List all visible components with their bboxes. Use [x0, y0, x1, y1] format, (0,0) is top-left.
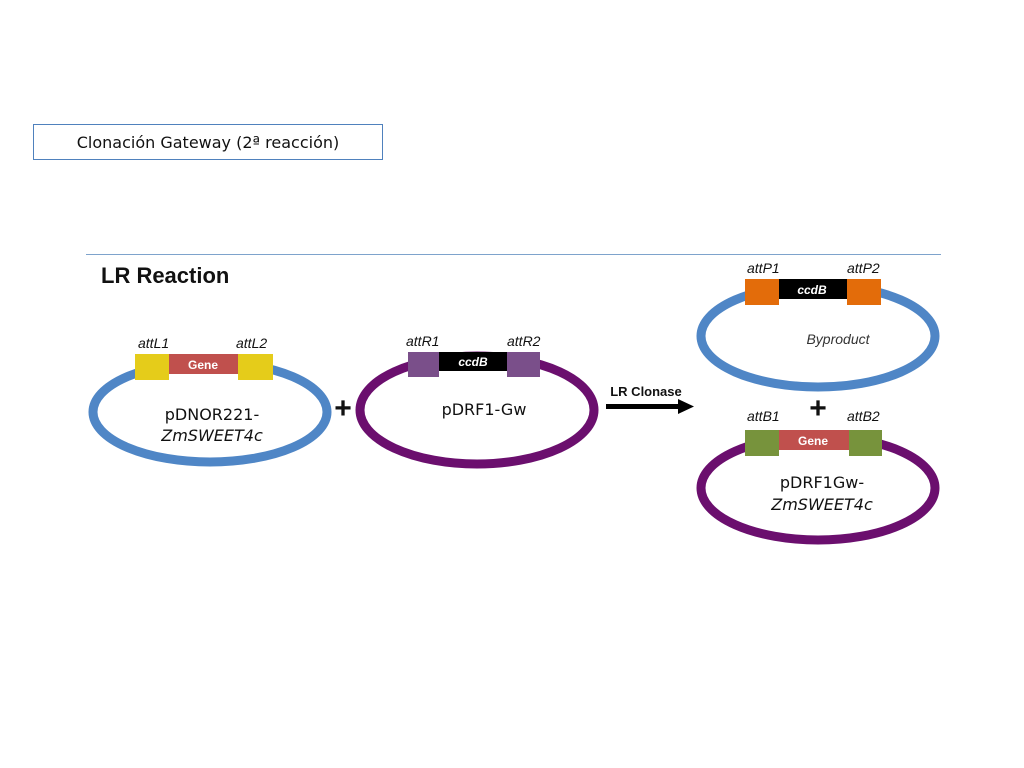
- byproduct-right-site: [847, 279, 881, 305]
- arrow-shaft: [606, 404, 680, 409]
- plasmid-1-insert: [169, 354, 238, 374]
- plasmid-1-left-site: [135, 354, 169, 380]
- product-left-site: [745, 430, 779, 456]
- byproduct-insert-label: ccdB: [797, 283, 827, 297]
- product-right-site-label: attB2: [847, 408, 880, 424]
- lr-clonase-arrow: LR Clonase: [606, 384, 694, 414]
- plasmid-byproduct: attP1 attP2 ccdB Byproduct: [696, 260, 940, 392]
- byproduct-insert: [779, 279, 847, 299]
- product-name-line2: ZmSWEET4c: [770, 495, 873, 514]
- byproduct-left-site: [745, 279, 779, 305]
- product-name-line1: pDRF1Gw-: [780, 473, 864, 492]
- plasmid-2-left-site: [408, 352, 439, 377]
- plasmid-1-right-site-label: attL2: [236, 335, 267, 351]
- plasmid-pdnor221: attL1 attL2 Gene pDNOR221- ZmSWEET4c: [88, 335, 332, 467]
- plasmid-1-right-site: [238, 354, 273, 380]
- byproduct-right-site-label: attP2: [847, 260, 880, 276]
- product-left-site-label: attB1: [747, 408, 780, 424]
- plasmid-product: attB1 attB2 Gene pDRF1Gw- ZmSWEET4c: [696, 408, 940, 545]
- product-insert-label: Gene: [798, 434, 828, 448]
- product-right-site: [849, 430, 882, 456]
- byproduct-left-site-label: attP1: [747, 260, 780, 276]
- plasmid-1-name-line2: ZmSWEET4c: [160, 426, 263, 445]
- plasmid-2-insert-label: ccdB: [458, 355, 488, 369]
- plasmid-2-name: pDRF1-Gw: [442, 400, 527, 419]
- section-divider: [86, 254, 941, 255]
- plasmid-2-right-site: [507, 352, 540, 377]
- plasmid-pdrf1-gw: attR1 attR2 ccdB pDRF1-Gw: [355, 333, 599, 469]
- lr-reaction-heading: LR Reaction: [101, 263, 230, 288]
- product-insert: [779, 430, 849, 450]
- plus-symbol-1: +: [334, 392, 352, 425]
- plus-symbol-2: +: [809, 392, 827, 425]
- plasmid-1-insert-label: Gene: [188, 358, 218, 372]
- plasmid-1-left-site-label: attL1: [138, 335, 169, 351]
- title-box: Clonación Gateway (2ª reacción): [33, 124, 383, 160]
- plasmid-2-insert: [439, 352, 507, 371]
- arrow-label: LR Clonase: [610, 384, 682, 399]
- plasmid-2-right-site-label: attR2: [507, 333, 541, 349]
- byproduct-label: Byproduct: [806, 331, 870, 347]
- arrow-head: [678, 399, 694, 414]
- plasmid-1-name-line1: pDNOR221-: [165, 405, 259, 424]
- plasmid-2-left-site-label: attR1: [406, 333, 439, 349]
